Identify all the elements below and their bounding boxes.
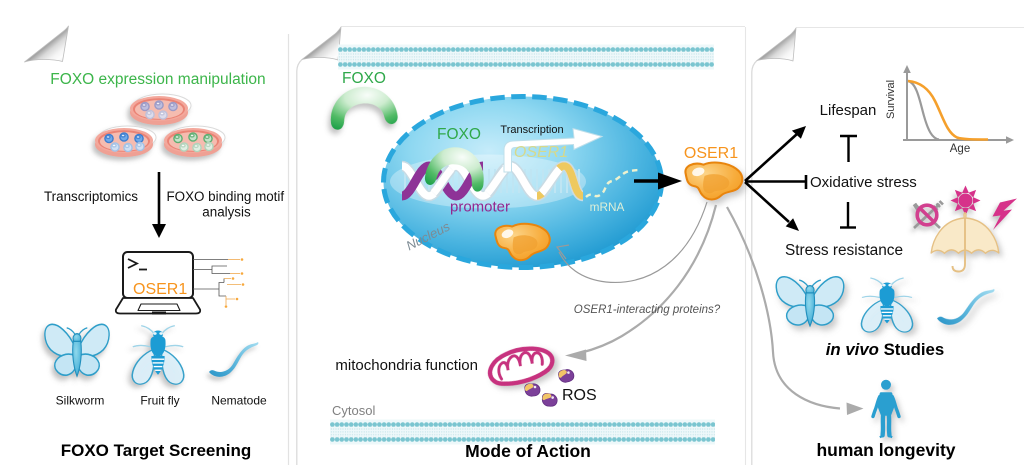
svg-text:Oxidative stress: Oxidative stress [810, 174, 917, 191]
svg-text:Transcription: Transcription [500, 124, 563, 136]
svg-text:FOXO: FOXO [437, 126, 481, 143]
svg-text:FOXO Target Screening: FOXO Target Screening [61, 441, 252, 460]
svg-text:in vivo Studies: in vivo Studies [826, 340, 944, 359]
svg-text:Stress resistance: Stress resistance [785, 242, 903, 259]
svg-text:Lifespan: Lifespan [820, 102, 877, 119]
svg-text:human longevity: human longevity [816, 440, 955, 460]
svg-text:OSER1: OSER1 [514, 144, 568, 161]
svg-text:promoter: promoter [450, 199, 510, 216]
svg-text:Mode of Action: Mode of Action [465, 441, 591, 461]
svg-text:FOXO binding motif: FOXO binding motif [167, 189, 285, 204]
svg-text:FOXO expression manipulation: FOXO expression manipulation [50, 71, 265, 88]
svg-text:Fruit fly: Fruit fly [140, 394, 179, 408]
svg-text:ROS: ROS [562, 387, 597, 404]
svg-text:OSER1: OSER1 [133, 281, 187, 298]
svg-text:OSER1: OSER1 [684, 145, 738, 162]
svg-text:Silkworm: Silkworm [56, 394, 105, 408]
svg-text:OSER1-interacting proteins?: OSER1-interacting proteins? [574, 304, 721, 316]
svg-text:analysis: analysis [202, 205, 251, 220]
svg-text:Age: Age [950, 143, 970, 155]
svg-text:Transcriptomics: Transcriptomics [44, 189, 138, 204]
svg-text:Nematode: Nematode [211, 394, 267, 408]
svg-text:Cytosol: Cytosol [332, 403, 375, 418]
svg-text:mitochondria function: mitochondria function [335, 357, 478, 374]
svg-text:mRNA: mRNA [590, 200, 625, 214]
svg-text:Survival: Survival [885, 80, 897, 119]
svg-text:FOXO: FOXO [342, 70, 386, 87]
